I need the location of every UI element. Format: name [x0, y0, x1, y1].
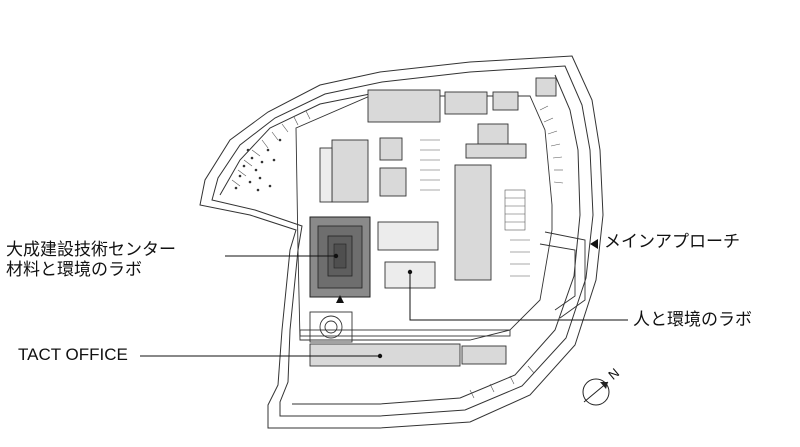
compass-north-label: N — [605, 365, 622, 383]
label-main-approach: メインアプローチ — [604, 232, 740, 252]
north-arrow-icon: N — [582, 365, 622, 406]
circular-plaza — [309, 311, 353, 343]
entrance-marker-icon — [336, 295, 344, 303]
planting-dots — [234, 138, 282, 192]
buildings — [309, 77, 557, 367]
parking-bays — [420, 139, 530, 277]
perimeter-hatching — [231, 105, 564, 399]
label-human-environment-lab: 人と環境のラボ — [633, 310, 752, 330]
highlight-building — [309, 216, 371, 298]
label-technology-center-line1: 大成建設技術センター — [6, 240, 176, 260]
approach-arrow-icon — [590, 239, 598, 249]
approach-road — [539, 231, 586, 319]
label-technology-center-line2: 材料と環境のラボ — [6, 260, 142, 280]
label-tact-office: TACT OFFICE — [18, 345, 128, 364]
leader-lines — [140, 255, 628, 357]
leader-dots — [333, 253, 413, 359]
label-technology-center: 大成建設技術センター 材料と環境のラボ — [6, 240, 176, 280]
